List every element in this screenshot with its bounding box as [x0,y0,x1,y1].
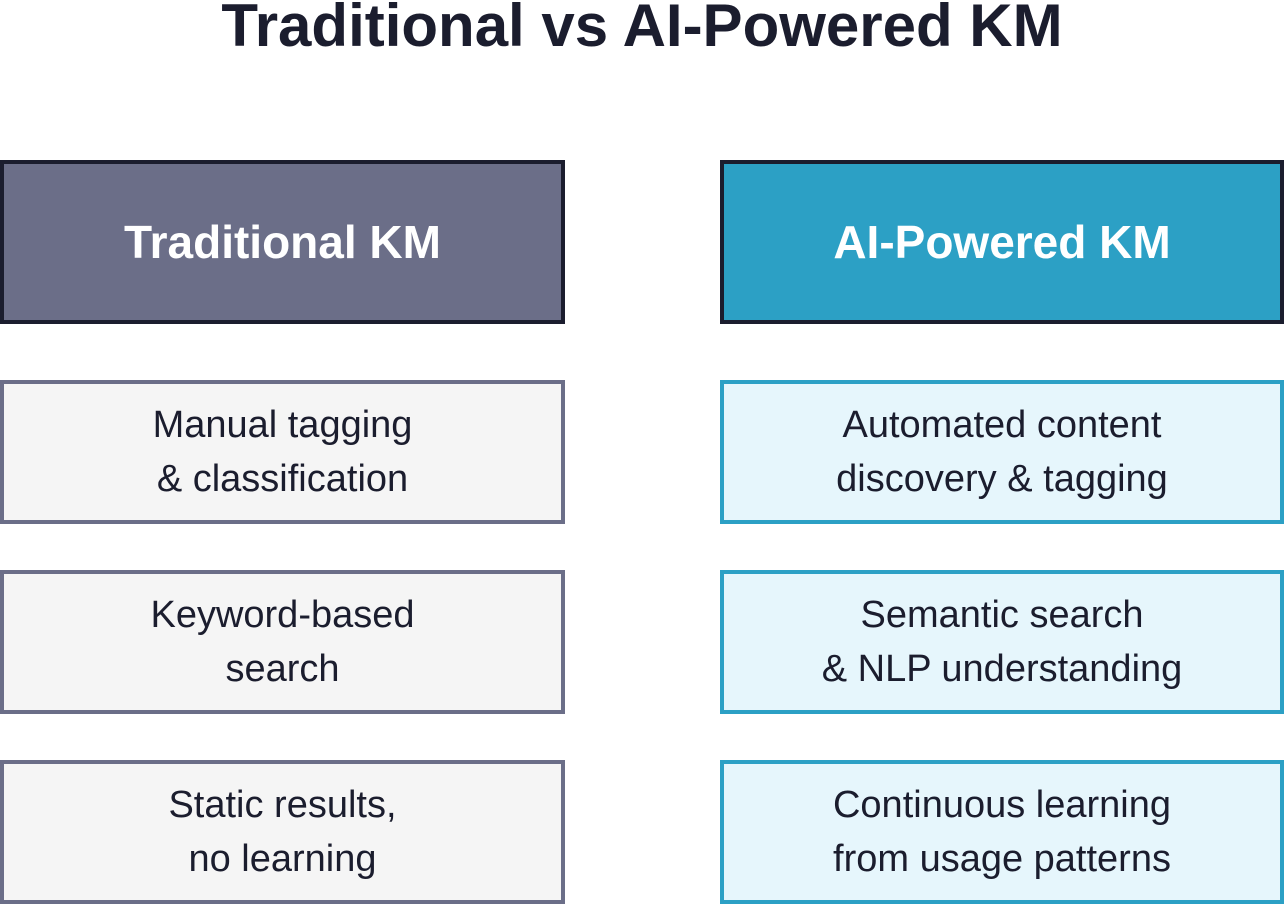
traditional-item-keyword-search: Keyword-based search [0,570,565,714]
item-line: no learning [188,838,377,880]
diagram-title: Traditional vs AI-Powered KM [221,0,1063,59]
traditional-item-manual-tagging: Manual tagging & classification [0,380,565,524]
ai-item-semantic-search: Semantic search & NLP understanding [720,570,1284,714]
item-line: & classification [156,458,409,500]
traditional-item-static-results: Static results, no learning [0,760,565,904]
item-line: Static results, [168,784,397,826]
ai-header: AI-Powered KM [720,160,1284,324]
traditional-header: Traditional KM [0,160,565,324]
ai-item-automated-discovery: Automated content discovery & tagging [720,380,1284,524]
item-line: Keyword-based [150,594,415,636]
item-line: & NLP understanding [821,648,1183,690]
item-line: from usage patterns [833,838,1171,880]
item-line: Automated content [842,404,1162,446]
ai-header-label: AI-Powered KM [833,216,1171,268]
item-line: Continuous learning [832,784,1171,826]
traditional-header-label: Traditional KM [124,216,441,268]
ai-item-continuous-learning: Continuous learning from usage patterns [720,760,1284,904]
item-line: search [225,648,340,690]
item-line: Semantic search [860,594,1144,636]
item-line: Manual tagging [152,404,413,446]
item-line: discovery & tagging [836,458,1168,500]
